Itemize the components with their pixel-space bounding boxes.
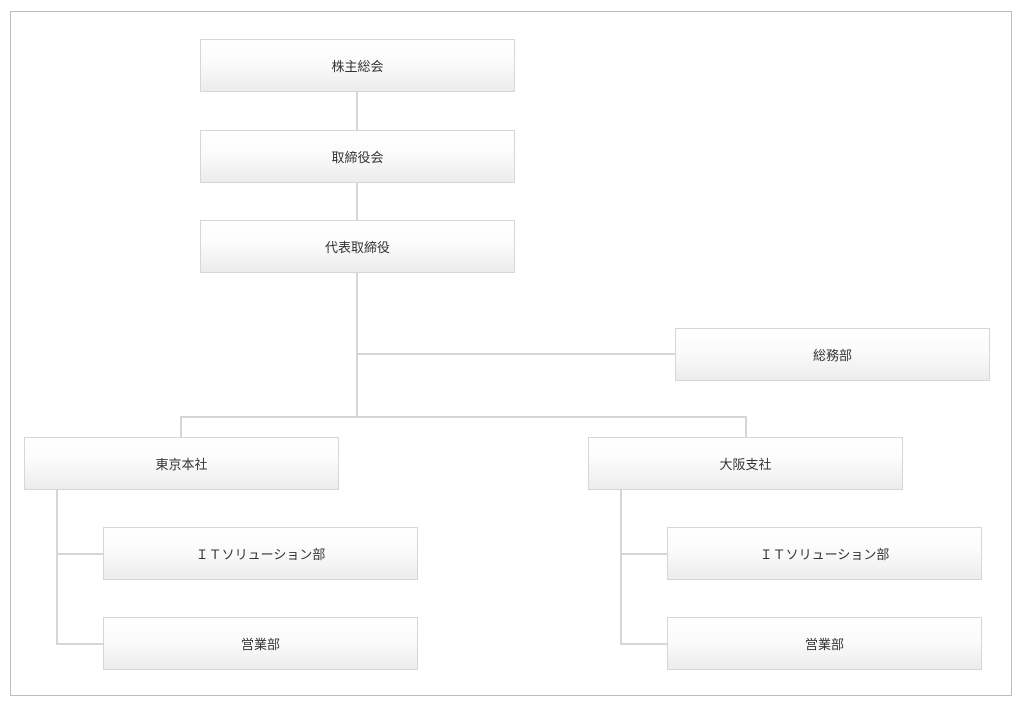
node-general-affairs: 総務部: [675, 328, 990, 381]
node-representative-director: 代表取締役: [200, 220, 515, 273]
connector-osaka-trunk: [620, 490, 622, 645]
connector-branches-bar: [180, 416, 747, 418]
connector-tokyo-it: [56, 553, 104, 555]
connector-representative-trunk: [356, 273, 358, 417]
diagram-frame: [10, 11, 1012, 696]
connector-osaka-it: [620, 553, 668, 555]
connector-board-representative: [356, 183, 358, 221]
connector-to-tokyo: [180, 416, 182, 437]
connector-to-osaka: [745, 416, 747, 437]
node-osaka-sales: 営業部: [667, 617, 982, 670]
node-tokyo-headquarters: 東京本社: [24, 437, 339, 490]
node-shareholders-meeting: 株主総会: [200, 39, 515, 92]
connector-shareholders-board: [356, 92, 358, 130]
connector-general-affairs: [356, 353, 676, 355]
connector-tokyo-sales: [56, 643, 104, 645]
node-osaka-branch: 大阪支社: [588, 437, 903, 490]
connector-tokyo-trunk: [56, 490, 58, 645]
node-osaka-it-solutions: ＩＴソリューション部: [667, 527, 982, 580]
connector-osaka-sales: [620, 643, 668, 645]
node-tokyo-it-solutions: ＩＴソリューション部: [103, 527, 418, 580]
node-board-of-directors: 取締役会: [200, 130, 515, 183]
node-tokyo-sales: 営業部: [103, 617, 418, 670]
